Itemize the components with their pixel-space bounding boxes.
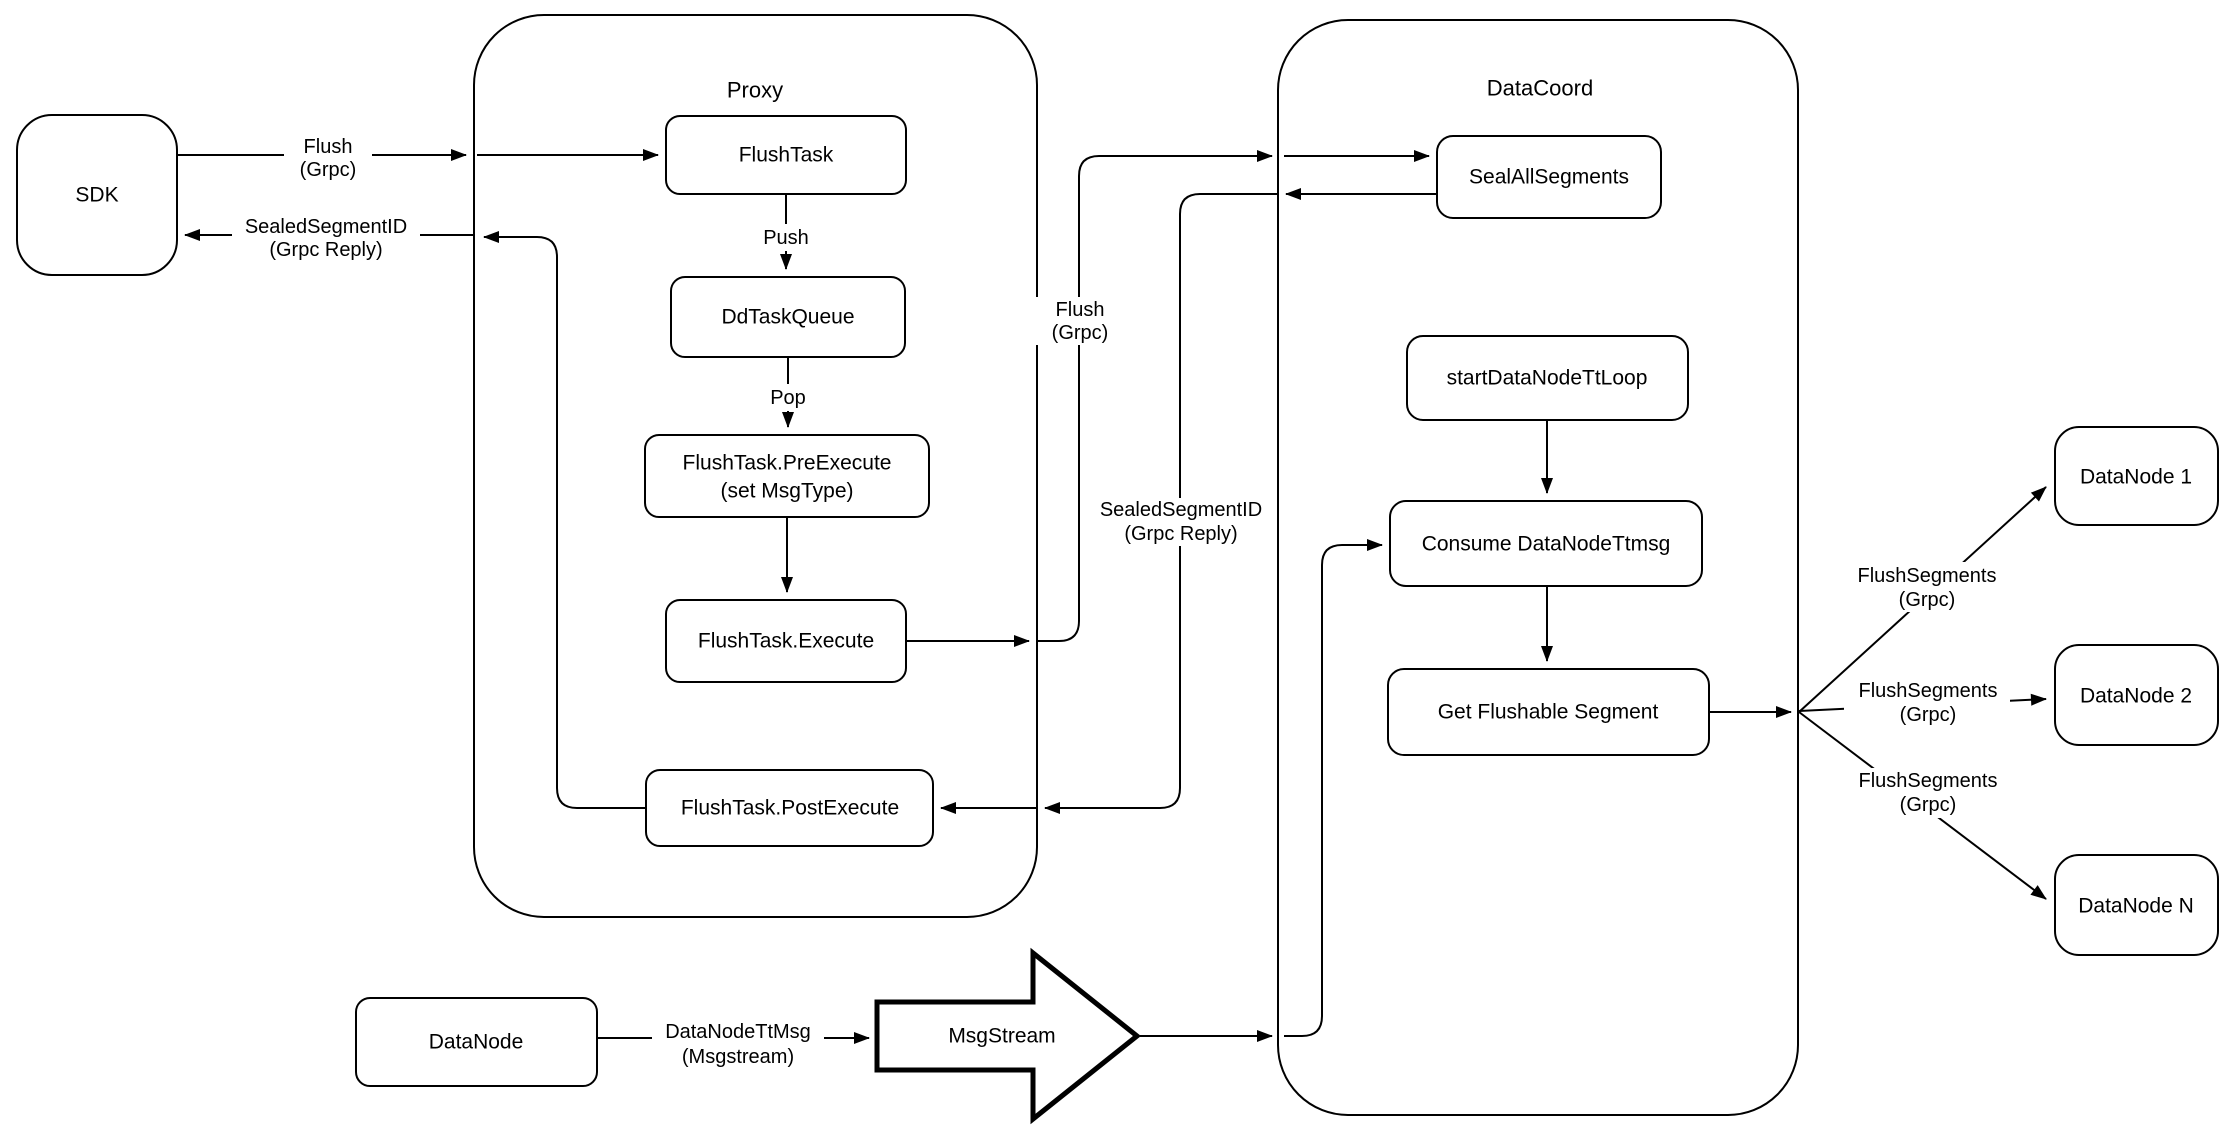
datanode-n-box [2054,854,2219,956]
node-execute: FlushTask.Execute [665,599,907,683]
node-datanode-bottom: DataNode [355,997,598,1087]
datanode-bottom-box [355,997,598,1087]
execute-label: FlushTask.Execute [698,630,874,653]
sdk-box [16,114,178,276]
sdk-label: SDK [75,184,118,207]
proxy-container: Proxy [473,14,1038,918]
edge-label-text: (Grpc) [1899,589,1956,611]
edge-label-text: FlushSegments [1859,680,1998,702]
edge-label-bg [1086,498,1276,546]
datanode-2-box [2054,644,2219,746]
edge-label-text: (Grpc) [300,159,357,181]
edge-label-text: DataNodeTtMsg [665,1021,811,1043]
getflushablesegment-label: Get Flushable Segment [1438,701,1659,724]
datanode-1-label: DataNode 1 [2080,466,2192,489]
flushtask-label: FlushTask [739,144,834,167]
edge-label-flush-grpc-sdk: Flush (Grpc) [284,135,372,181]
edge-label-text: Pop [770,387,806,409]
edge-label-text: SealedSegmentID [1100,499,1262,521]
edge-label-text: (Grpc Reply) [269,239,382,261]
edge-label-text: FlushSegments [1858,565,1997,587]
edge-label-text: (Grpc) [1900,704,1957,726]
startdatanodettloop-label: startDataNodeTtLoop [1447,367,1648,390]
preexecute-box [644,434,930,518]
edge-label-text: Push [763,227,809,249]
edge-label-bg [754,224,818,251]
edge-label-flushsegments-3: FlushSegments (Grpc) [1844,768,2010,818]
edge-label-flushsegments-1: FlushSegments (Grpc) [1844,562,2010,612]
edge-label-text: (Grpc) [1052,322,1109,344]
ddtaskqueue-box [670,276,906,358]
node-preexecute: FlushTask.PreExecute (set MsgType) [644,434,930,518]
proxy-container-box [473,14,1038,918]
datacoord-container-title: DataCoord [1487,76,1593,101]
node-flushtask: FlushTask [665,115,907,195]
edge-datacoord-boundary-to-consume [1284,539,1383,1037]
getflushablesegment-box [1387,668,1710,756]
edge-label-bg [1844,678,2010,728]
node-datanode-2: DataNode 2 [2054,644,2219,746]
msgstream-arrow-shape [874,947,1142,1125]
datanode-2-label: DataNode 2 [2080,685,2192,708]
edge-label-bg [759,384,817,411]
datacoord-container-box [1277,19,1799,1116]
ddtaskqueue-label: DdTaskQueue [721,306,854,329]
consumedatanodettmsg-label: Consume DataNodeTtmsg [1422,533,1671,556]
edge-label-sealedsegmentid-sdk: SealedSegmentID (Grpc Reply) [232,215,420,261]
msgstream-label: MsgStream [948,1025,1055,1048]
edge-proxy-to-datacoord-flush [1037,150,1273,642]
edge-label-flushsegments-2: FlushSegments (Grpc) [1844,678,2010,728]
node-sealallsegments: SealAllSegments [1436,135,1662,219]
datanode-bottom-label: DataNode [429,1031,524,1054]
flushtask-box [665,115,907,195]
edge-label-text: (Msgstream) [682,1046,794,1068]
consumedatanodettmsg-box [1389,500,1703,587]
node-sdk: SDK [16,114,178,276]
edge-label-push: Push [754,224,818,251]
postexecute-label: FlushTask.PostExecute [681,797,899,820]
edge-label-bg [232,215,420,261]
edge-label-datanodettmsg: DataNodeTtMsg (Msgstream) [652,1018,824,1070]
edge-label-bg [1844,768,2010,818]
preexecute-label-line1: FlushTask.PreExecute [683,452,892,475]
startdatanodettloop-box [1406,335,1689,421]
node-ddtaskqueue: DdTaskQueue [670,276,906,358]
postexecute-box [645,769,934,847]
edge-label-bg [1036,297,1124,345]
edge-label-sealedsegmentid-mid: SealedSegmentID (Grpc Reply) [1086,498,1276,546]
node-msgstream: MsgStream [874,947,1142,1125]
preexecute-label-line2: (set MsgType) [720,480,853,503]
node-consumedatanodettmsg: Consume DataNodeTtmsg [1389,500,1703,587]
edge-postexecute-to-proxy-boundary [483,231,646,809]
node-datanode-n: DataNode N [2054,854,2219,956]
node-postexecute: FlushTask.PostExecute [645,769,934,847]
edge-label-bg [652,1018,824,1070]
edge-label-flush-grpc-mid: Flush (Grpc) [1036,297,1124,345]
edge-label-text: SealedSegmentID [245,216,407,238]
sealallsegments-box [1436,135,1662,219]
datanode-n-label: DataNode N [2078,895,2194,918]
datacoord-container: DataCoord [1277,19,1799,1116]
node-startdatanodettloop: startDataNodeTtLoop [1406,335,1689,421]
node-getflushablesegment: Get Flushable Segment [1387,668,1710,756]
edge-label-text: (Grpc Reply) [1124,523,1237,545]
node-datanode-1: DataNode 1 [2054,426,2219,526]
edge-label-text: Flush [1056,299,1105,321]
datanode-1-box [2054,426,2219,526]
edge-label-text: FlushSegments [1859,770,1998,792]
edge-label-text: Flush [304,136,353,158]
edge-label-pop: Pop [759,384,817,411]
edge-label-text: (Grpc) [1900,794,1957,816]
edge-label-bg [284,135,372,181]
edge-label-bg [1844,562,2010,612]
execute-box [665,599,907,683]
proxy-container-title: Proxy [727,78,783,103]
sealallsegments-label: SealAllSegments [1469,166,1629,189]
